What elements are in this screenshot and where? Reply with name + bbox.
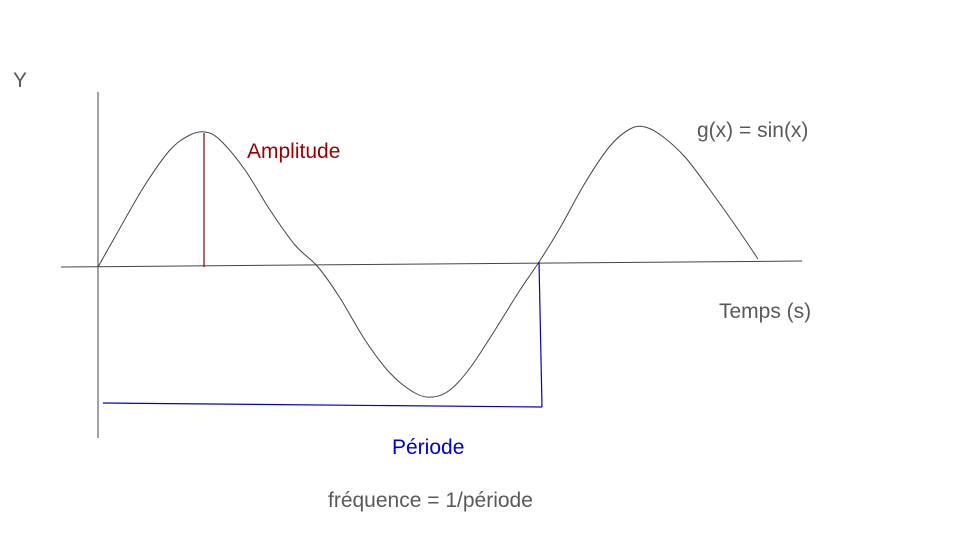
- period-label: Période: [392, 436, 465, 459]
- period-end-marker-line: [538, 261, 543, 408]
- x-axis-line: [60, 260, 803, 268]
- period-span-line: [102, 402, 543, 408]
- y-axis-label: Y: [13, 69, 28, 92]
- amplitude-label: Amplitude: [247, 140, 341, 163]
- function-label: g(x) = sin(x): [697, 119, 809, 142]
- time-axis-label: Temps (s): [719, 300, 812, 323]
- frequency-formula-label: fréquence = 1/période: [328, 489, 533, 512]
- sine-curve: [97, 125, 759, 398]
